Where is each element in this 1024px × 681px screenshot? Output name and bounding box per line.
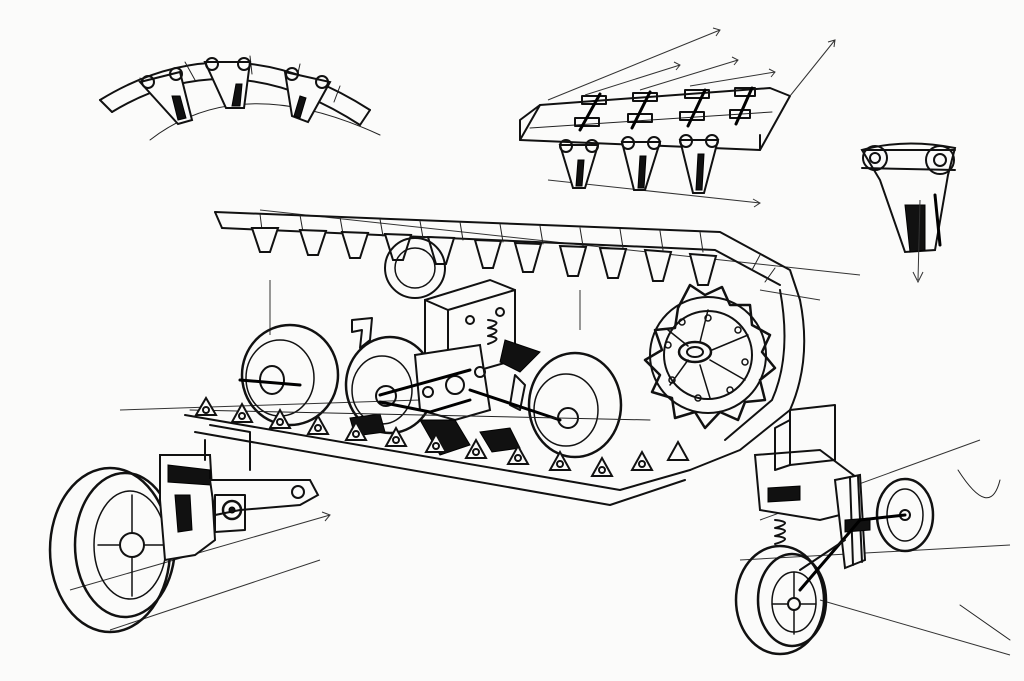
front-caster-wheel (48, 424, 331, 634)
crawler-track-assembly (119, 209, 861, 506)
rear-caster-wheel (734, 404, 1011, 656)
track-link-detail (860, 142, 957, 284)
curved-track-segment (99, 55, 381, 141)
sprocket-wheel (643, 283, 777, 430)
track-plate-detail (519, 27, 836, 208)
